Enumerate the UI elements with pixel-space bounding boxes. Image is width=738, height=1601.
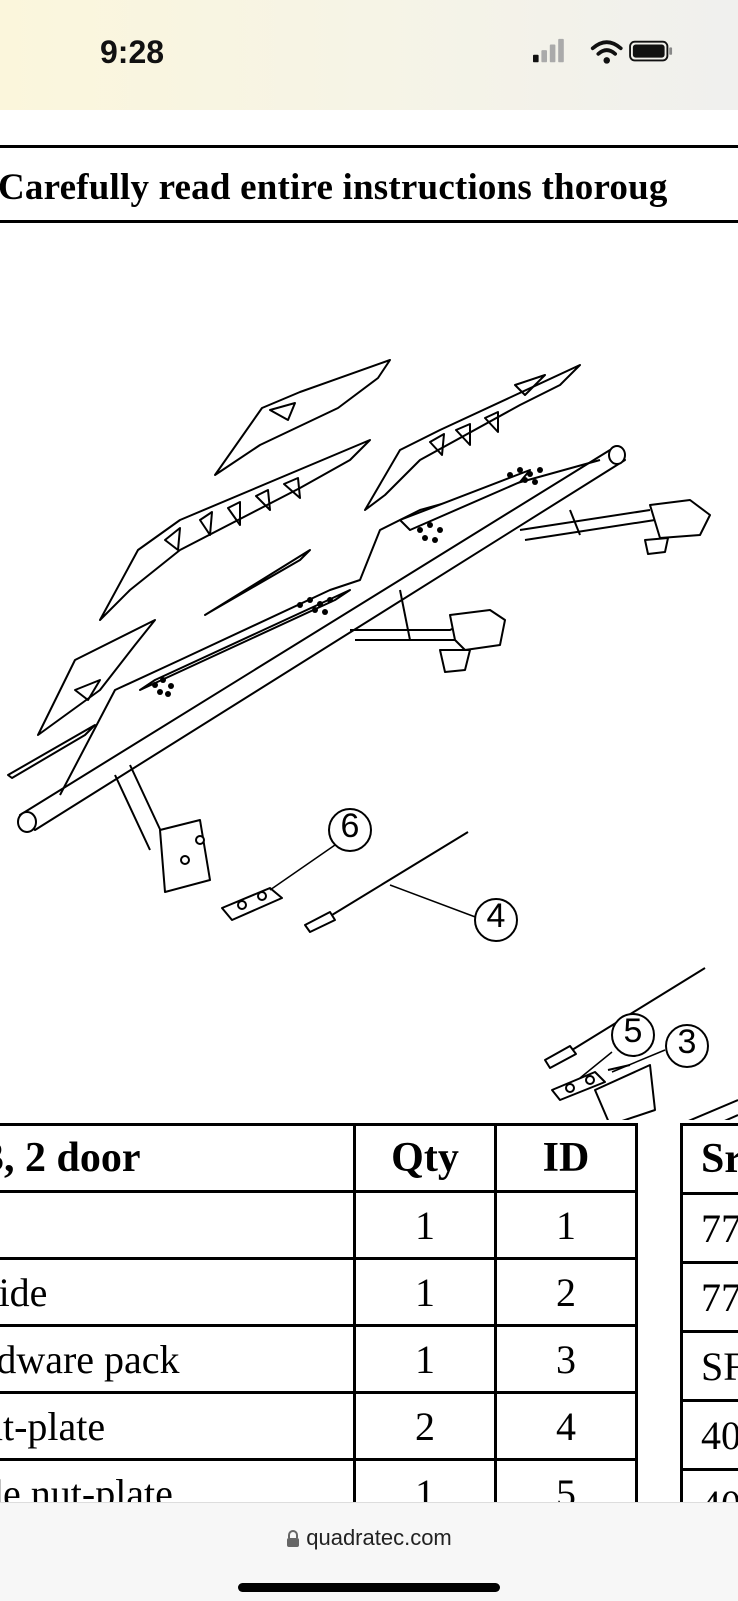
callout-5: 5	[613, 1012, 653, 1051]
url-display[interactable]: quadratec.com	[0, 1525, 738, 1551]
part-id: 2	[496, 1259, 637, 1326]
part-description: side	[0, 1259, 355, 1326]
sku-cell: SF	[682, 1332, 738, 1401]
callout-3: 3	[667, 1023, 707, 1062]
callout-6: 6	[330, 807, 370, 846]
battery-icon	[630, 42, 672, 61]
part-qty: 1	[355, 1259, 496, 1326]
table-row: ut-plate 2 4	[0, 1393, 637, 1460]
sku-header: Sr	[682, 1125, 738, 1194]
table-row: rdware pack 1 3	[0, 1326, 637, 1393]
part-id: 5	[496, 1460, 637, 1503]
instruction-banner: Carefully read entire instructions thoro…	[0, 145, 738, 223]
rock-slider-tube	[20, 450, 625, 830]
mount-plate	[595, 1065, 655, 1120]
part-id: 4	[496, 1393, 637, 1460]
mount-bracket	[450, 610, 505, 650]
status-icons	[528, 38, 678, 66]
wifi-icon	[593, 42, 621, 63]
part-qty: 1	[355, 1460, 496, 1503]
mount-bracket	[650, 500, 710, 538]
fish-wire	[545, 1046, 576, 1068]
sku-cell: 40	[682, 1401, 738, 1470]
status-bar: 9:28	[0, 0, 738, 110]
skid-panel	[38, 620, 155, 735]
id-header: ID	[496, 1125, 637, 1192]
part-description: de nut-plate	[0, 1460, 355, 1503]
skid-panel	[100, 440, 370, 620]
fish-wire	[305, 912, 335, 932]
sku-cell: 77	[682, 1263, 738, 1332]
part-description: ut-plate	[0, 1393, 355, 1460]
qty-header: Qty	[355, 1125, 496, 1192]
exploded-diagram	[0, 220, 738, 1120]
nut-plate	[222, 888, 282, 920]
part-description: rdware pack	[0, 1326, 355, 1393]
sku-table: Sr 77 77 SF 40 40	[680, 1123, 738, 1502]
clock-time: 9:28	[100, 34, 164, 71]
url-text: quadratec.com	[306, 1525, 452, 1550]
table-row: side 1 2	[0, 1259, 637, 1326]
part-qty: 2	[355, 1393, 496, 1460]
instruction-banner-text: Carefully read entire instructions thoro…	[0, 166, 668, 209]
table-header-row: 3, 2 door Qty ID	[0, 1125, 637, 1192]
part-qty: 1	[355, 1192, 496, 1259]
lock-icon	[286, 1530, 300, 1548]
cellular-signal-icon	[533, 39, 564, 62]
skid-panel	[215, 360, 390, 475]
home-indicator[interactable]	[238, 1583, 500, 1592]
part-id: 1	[496, 1192, 637, 1259]
callout-4: 4	[476, 897, 516, 936]
parts-table: 3, 2 door Qty ID e 1 1 side 1 2 rdware p…	[0, 1123, 638, 1502]
sku-cell: 40	[682, 1470, 738, 1503]
sku-cell: 77	[682, 1194, 738, 1263]
description-header: 3, 2 door	[0, 1125, 355, 1192]
part-id: 3	[496, 1326, 637, 1393]
table-row: e 1 1	[0, 1192, 637, 1259]
part-qty: 1	[355, 1326, 496, 1393]
part-description: e	[0, 1192, 355, 1259]
browser-address-bar[interactable]: quadratec.com	[0, 1502, 738, 1601]
document-viewport[interactable]: Carefully read entire instructions thoro…	[0, 110, 738, 1502]
table-row: de nut-plate 1 5	[0, 1460, 637, 1503]
